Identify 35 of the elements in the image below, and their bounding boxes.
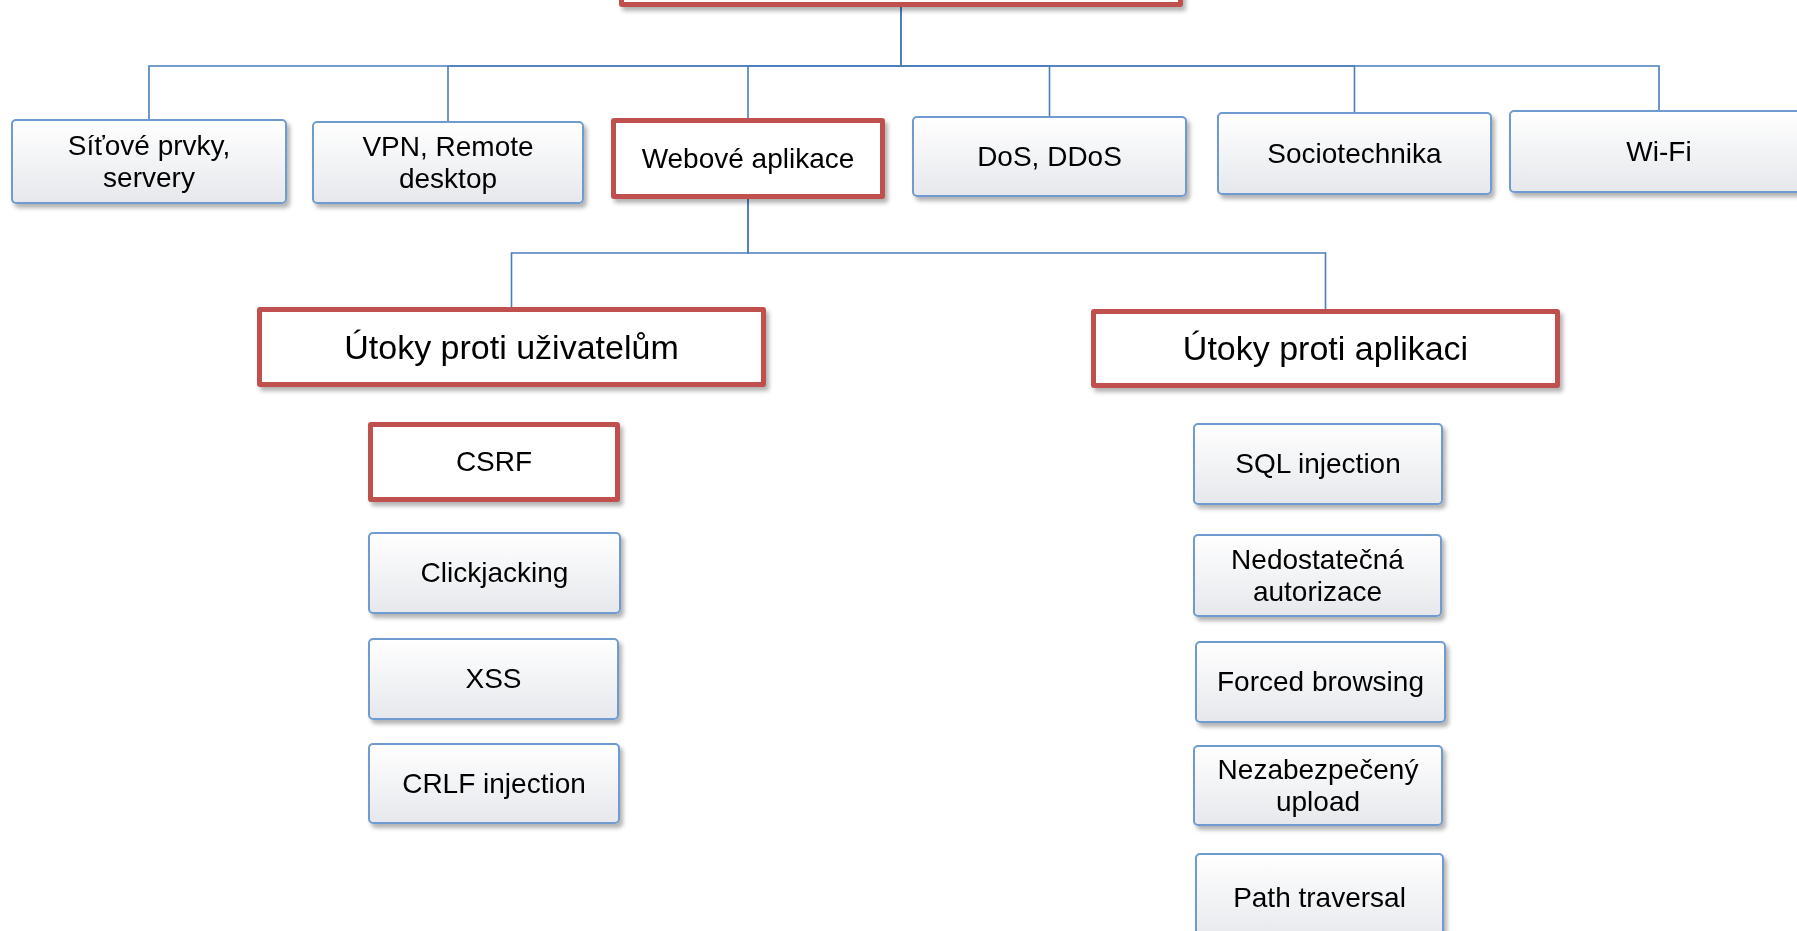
- attack-box: [368, 638, 619, 720]
- node-label: Wi-Fi: [1625, 135, 1693, 168]
- node-label: Forced browsing: [1216, 666, 1425, 698]
- attack-box: [1193, 534, 1442, 617]
- node-label: Útoky proti uživatelům: [343, 327, 680, 367]
- connector-line: [747, 198, 1327, 310]
- attack-box: [368, 422, 620, 502]
- category-box: [1217, 112, 1492, 195]
- node-label: Nedostatečná autorizace: [1230, 544, 1405, 607]
- category-box: [312, 121, 584, 204]
- node-label: Path traversal: [1232, 882, 1407, 914]
- category-box: [611, 118, 885, 199]
- attack-box: [1193, 745, 1443, 826]
- node-label: XSS: [464, 663, 523, 695]
- node-label: DoS, DDoS: [976, 140, 1123, 173]
- category-box: [11, 119, 287, 204]
- node-label: Nezabezpečený upload: [1216, 754, 1420, 817]
- node-label: CRLF injection: [401, 767, 587, 800]
- attack-box: [368, 532, 621, 614]
- node-label: Síťové prvky, servery: [66, 130, 232, 193]
- attack-box: [1195, 641, 1446, 723]
- node-label: Clickjacking: [419, 557, 570, 589]
- node-label: Webové aplikace: [640, 142, 856, 175]
- attack-box: [1195, 853, 1444, 931]
- node-label: SQL injection: [1234, 448, 1402, 480]
- attack-box: [1193, 423, 1443, 505]
- subcategory-box: [1091, 309, 1560, 388]
- node-label: Sociotechnika: [1266, 137, 1443, 170]
- attack-box: [368, 743, 620, 824]
- category-box: [1509, 110, 1797, 193]
- category-box: [912, 116, 1187, 197]
- subcategory-box: [257, 307, 766, 387]
- node-label: VPN, Remote desktop: [361, 131, 535, 194]
- node-label: CSRF: [454, 446, 534, 478]
- node-label: Útoky proti aplikaci: [1181, 329, 1470, 368]
